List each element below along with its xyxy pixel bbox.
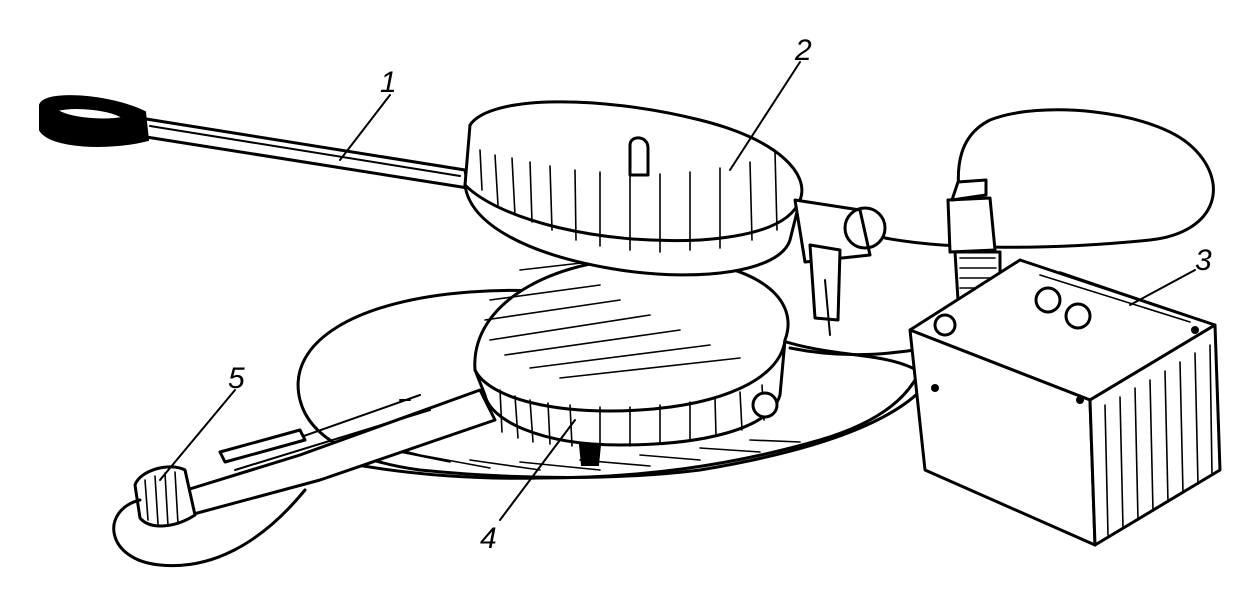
label-5: 5 [228, 362, 245, 395]
lower-plate [473, 256, 790, 466]
control-box [908, 258, 1222, 547]
connector-plug [946, 178, 1002, 302]
label-4: 4 [480, 522, 497, 555]
label-2: 2 [794, 34, 812, 67]
label-3: 3 [1195, 244, 1212, 277]
lower-handle [112, 388, 497, 568]
upper-plate [39, 95, 887, 336]
label-1: 1 [380, 66, 397, 99]
leader-lines [159, 61, 1196, 521]
cable [788, 108, 1215, 357]
